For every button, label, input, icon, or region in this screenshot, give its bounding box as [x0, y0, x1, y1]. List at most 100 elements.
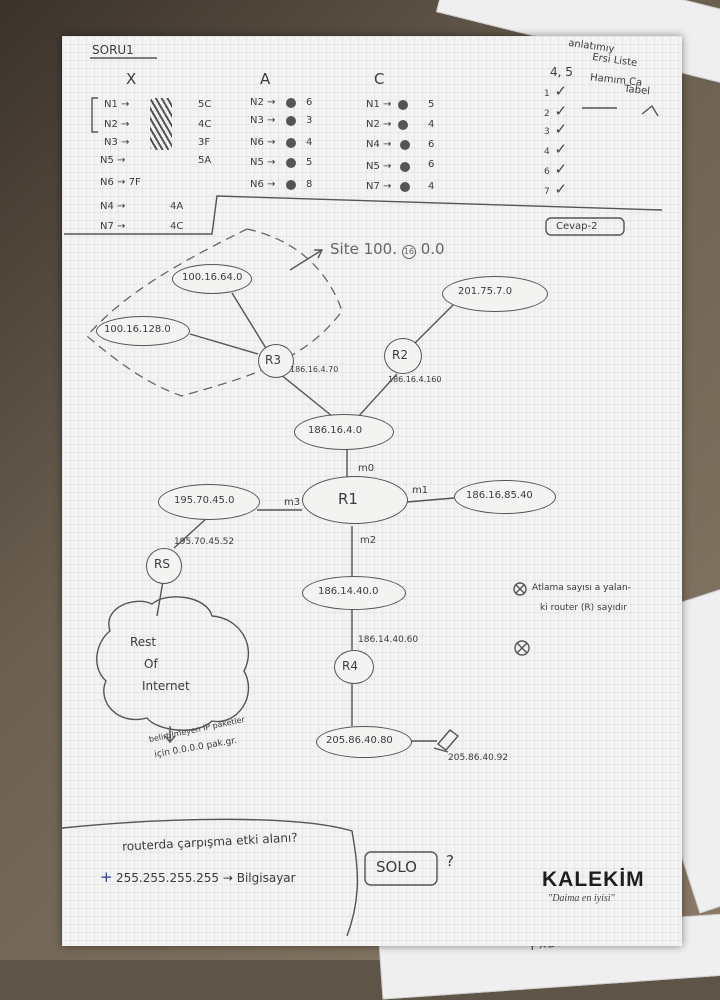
node-100-16-64 [172, 264, 252, 294]
x-row-1-key: N1 → [104, 99, 130, 110]
node-186-16-85 [454, 480, 556, 514]
router-r3 [258, 344, 294, 378]
check-1: 1 ✓ [544, 82, 568, 100]
a-row-5-key: N6 → [250, 179, 276, 190]
brand-logo: KALEKİM [542, 868, 645, 891]
c-row-4-mark [400, 162, 410, 172]
node-195-label: 195.70.45.0 [174, 495, 235, 506]
x-row-2-val: 4C [198, 119, 212, 130]
node-186-16-4 [294, 414, 394, 450]
interface-m3: m3 [284, 497, 301, 508]
router-r1 [302, 476, 408, 524]
a-row-4-key: N5 → [250, 157, 276, 168]
column-header-x: X [126, 70, 137, 88]
c-row-5-key: N7 → [366, 181, 392, 192]
cevap-label: Cevap-2 [556, 221, 598, 232]
node-195 [158, 484, 260, 520]
c-row-1-val: 5 [428, 99, 435, 110]
x-row-3-key: N3 → [104, 137, 130, 148]
x-row-6-val: 4A [170, 201, 184, 212]
node-186-14-40 [302, 576, 406, 610]
x-row-6-key: N4 → [100, 201, 126, 212]
interface-m1: m1 [412, 485, 429, 496]
a-row-1-val: 6 [306, 97, 313, 108]
a-row-1-key: N2 → [250, 97, 276, 108]
router-r3-label: R3 [265, 353, 281, 367]
node-100-16-64-label: 100.16.64.0 [182, 272, 243, 283]
check-3: 3 ✓ [544, 120, 568, 138]
r4-interface-ip: 186.14.40.60 [358, 635, 419, 645]
x-row-1-val: 5C [198, 99, 212, 110]
rs-interface-ip: 195.70.45.52 [174, 537, 235, 547]
note-right-1: Atlama sayısı a yalan- [532, 583, 631, 593]
question-title: SORU1 [92, 43, 134, 57]
node-201-label: 201.75.7.0 [458, 286, 513, 297]
check-3-num: 3 [544, 127, 550, 137]
c-row-5-mark [400, 182, 410, 192]
c-row-5-val: 4 [428, 181, 435, 192]
router-r1-label: R1 [338, 490, 358, 508]
notebook-sheet: SORU1 anlatımıy Ersi Liste Hamım Ca Tabe… [62, 36, 682, 946]
a-row-2-mark [286, 116, 296, 126]
node-186-16-4-label: 186.16.4.0 [308, 425, 363, 436]
top-note-45: 4, 5 [550, 65, 573, 79]
sol-box-text: SOLO [376, 858, 417, 876]
column-header-c: C [374, 70, 385, 88]
c-row-2-mark [398, 120, 408, 130]
c-row-2-val: 4 [428, 119, 435, 130]
x-row-4-key: N5 → [100, 155, 126, 166]
router-r2 [384, 338, 422, 374]
x-row-7-key: N7 → [100, 221, 126, 232]
cloud-label-rest: Rest [130, 635, 157, 649]
c-row-1-key: N1 → [366, 99, 392, 110]
a-row-3-val: 4 [306, 137, 313, 148]
x-row-2-key: N2 → [104, 119, 130, 130]
x-row-5-key: N6 → 7F [100, 177, 141, 188]
check-2: 2 ✓ [544, 102, 568, 120]
a-row-3-mark [286, 138, 296, 148]
crossed-out-scribble [150, 98, 172, 150]
check-6: 6 ✓ [544, 160, 568, 178]
site-circled-number: 16 [401, 245, 416, 259]
pc-ip: 205.86.40.92 [448, 753, 509, 763]
note-right-2: ki router (R) sayıdır [540, 603, 627, 613]
check-4: 4 ✓ [544, 140, 568, 158]
check-7: 7 ✓ [544, 180, 568, 198]
a-row-1-mark [286, 98, 296, 108]
router-rs-label: RS [154, 557, 170, 571]
check-2-num: 2 [544, 109, 550, 119]
a-row-5-val: 8 [306, 179, 313, 190]
site-label-tail: 0.0 [420, 240, 445, 258]
router-r4 [334, 650, 374, 684]
r3-interface-ip: 186.16.4.70 [290, 365, 339, 374]
node-205-label: 205.86.40.80 [326, 735, 393, 746]
a-row-3-key: N6 → [250, 137, 276, 148]
x-row-4-val: 5A [198, 155, 212, 166]
c-row-4-key: N5 → [366, 161, 392, 172]
c-row-4-val: 6 [428, 159, 435, 170]
node-186-14-40-label: 186.14.40.0 [318, 586, 379, 597]
brand-tagline: "Daima en iyisi" [548, 893, 615, 904]
cloud-label-of: Of [144, 657, 158, 671]
check-4-num: 4 [544, 147, 550, 157]
x-row-3-val: 3F [198, 137, 211, 148]
check-6-num: 6 [544, 167, 550, 177]
cloud-label-internet: Internet [142, 679, 190, 693]
c-row-3-val: 6 [428, 139, 435, 150]
a-row-2-val: 3 [306, 115, 313, 126]
node-186-16-85-label: 186.16.85.40 [466, 490, 533, 501]
check-1-num: 1 [544, 89, 550, 99]
a-row-5-mark [286, 180, 296, 190]
r2-interface-ip: 186.16.4.160 [388, 375, 442, 384]
a-row-2-key: N3 → [250, 115, 276, 126]
interface-m0: m0 [358, 463, 375, 474]
a-row-4-mark [286, 158, 296, 168]
router-r2-label: R2 [392, 348, 408, 362]
x-row-7-val: 4C [170, 221, 184, 232]
router-rs [146, 548, 182, 584]
node-205 [316, 726, 412, 758]
node-100-16-128-label: 100.16.128.0 [104, 324, 171, 335]
c-row-3-mark [400, 140, 410, 150]
c-row-2-key: N2 → [366, 119, 392, 130]
bottom-answer: 255.255.255.255 → Bilgisayar [116, 871, 296, 885]
